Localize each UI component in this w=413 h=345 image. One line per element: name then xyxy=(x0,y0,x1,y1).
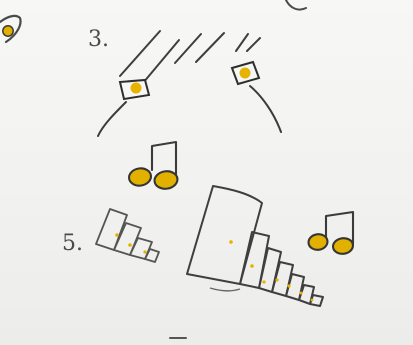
right-music-note-icon xyxy=(308,212,354,255)
top-left-partial-doodle xyxy=(0,0,306,42)
tall-stepped-tower-icon xyxy=(187,186,323,306)
music-note-icon xyxy=(128,142,179,190)
step-5-label: 5. xyxy=(62,231,83,256)
right-lamp-icon xyxy=(232,62,281,132)
stepped-blocks-icon xyxy=(96,209,159,262)
step-3-label: 3. xyxy=(88,27,109,52)
left-lamp-icon xyxy=(98,80,149,136)
